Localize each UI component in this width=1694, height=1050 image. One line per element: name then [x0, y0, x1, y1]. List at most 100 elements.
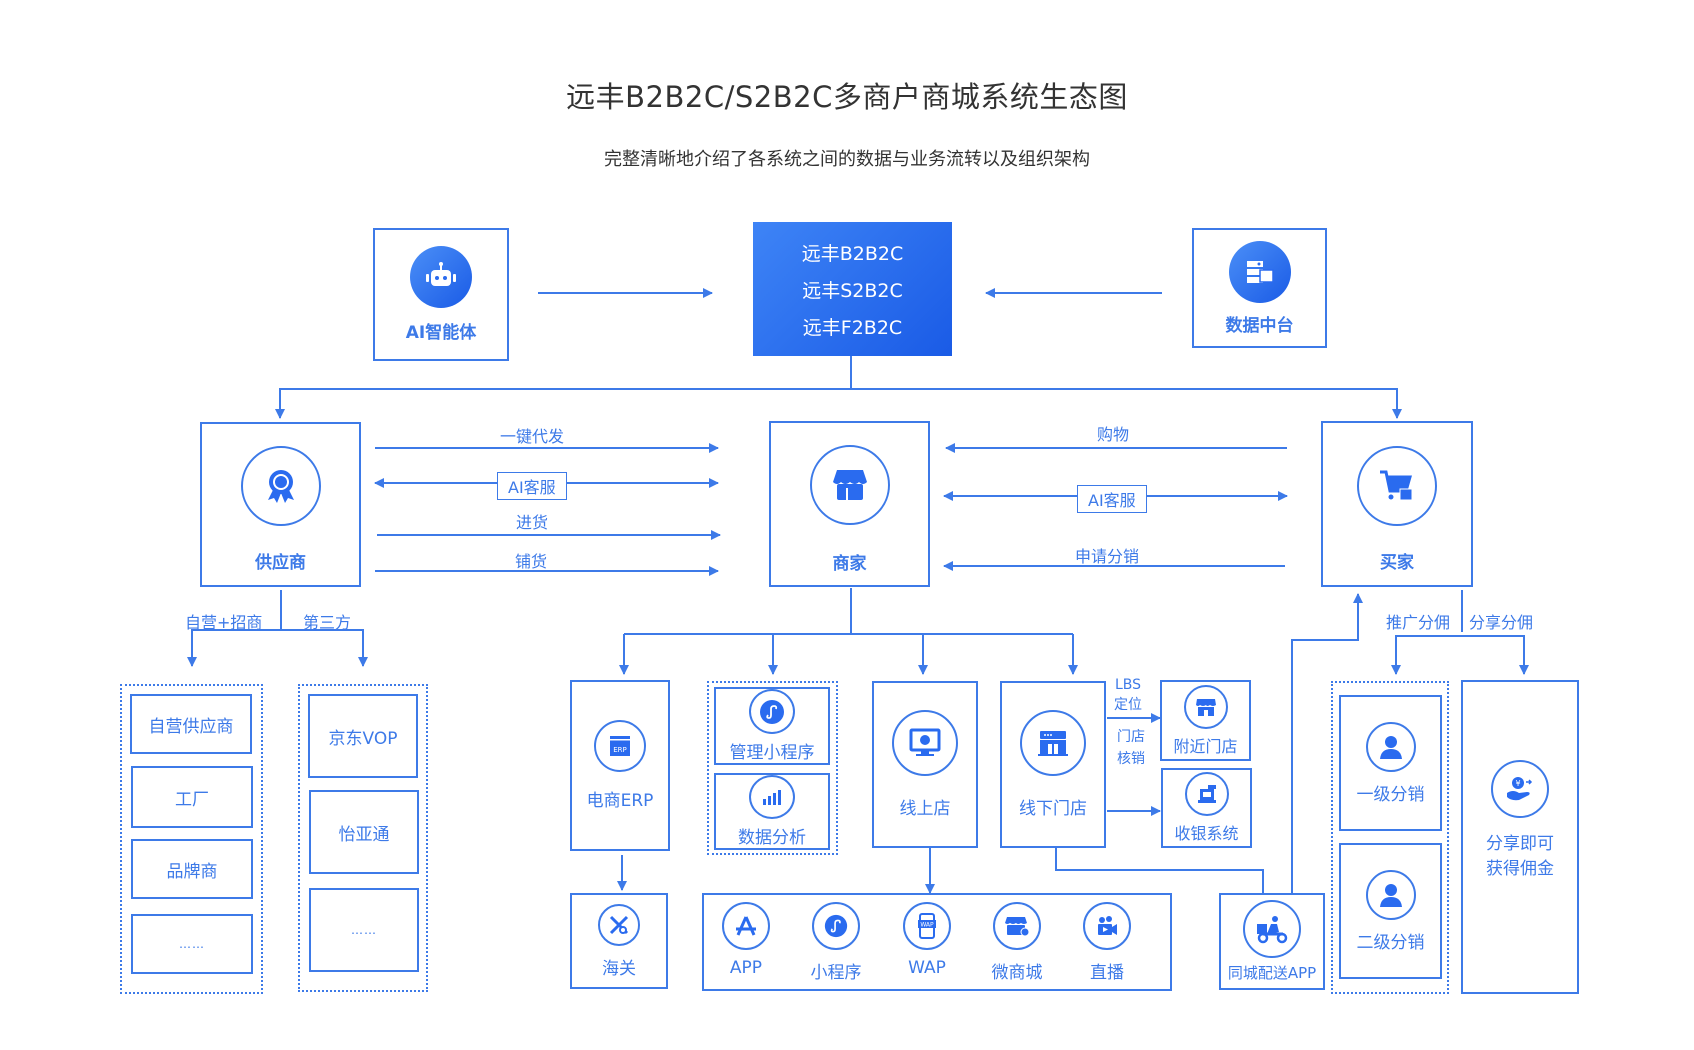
distribution-level-label: 二级分销: [1356, 932, 1425, 953]
channel-wap: WAP WAP: [882, 902, 972, 978]
erp-icon: ERP: [594, 720, 646, 772]
edge-label-jinhuo: 进货: [515, 513, 548, 532]
mini-program-icon: [812, 902, 860, 950]
edge-label-ai-service-right: AI客服: [1077, 485, 1147, 513]
channel-label: 小程序: [810, 963, 862, 983]
erp-node: ERP 电商ERP: [570, 680, 670, 851]
channel-label: 微商城: [991, 963, 1043, 983]
data-analysis-label: 数据分析: [738, 828, 806, 848]
third-party-more: ……: [309, 888, 419, 972]
channel-label: APP: [729, 958, 763, 978]
edge-label-yijiandaifa: 一键代发: [499, 427, 564, 446]
merchant-label: 商家: [832, 553, 867, 574]
cash-register-icon: [1184, 772, 1229, 816]
core-line-b2b2c: 远丰B2B2C: [801, 242, 904, 265]
server-chip-icon: [1228, 240, 1291, 303]
monitor-store-icon: [892, 710, 958, 776]
channel-micro-mall: 微商城: [972, 902, 1062, 983]
third-party-eternal-asia: 怡亚通: [309, 790, 419, 874]
storefront-icon: [809, 444, 890, 525]
branch-label-self-operated: 自营+招商: [185, 613, 263, 632]
supplier-label: 供应商: [255, 553, 306, 573]
edge-label-puhuo: 铺货: [514, 552, 547, 571]
user-icon: [1365, 869, 1416, 920]
customs-label: 海关: [602, 958, 636, 979]
item-label: 品牌商: [166, 861, 218, 882]
mini-program-icon: [749, 689, 795, 734]
robot-icon: [410, 246, 472, 308]
self-operated-group: [120, 684, 263, 994]
branch-third: [281, 629, 368, 667]
bar-chart-icon: [749, 775, 795, 819]
app-store-icon: [722, 902, 770, 950]
supplier-brand: 品牌商: [131, 839, 253, 899]
third-party-group: [298, 684, 428, 992]
supplier-more: ……: [131, 914, 253, 974]
channel-live: 直播: [1062, 902, 1152, 983]
core-line-f2b2c: 远丰F2B2C: [802, 316, 903, 339]
online-store-label: 线上店: [899, 799, 951, 819]
bus-to-supplier: [275, 388, 851, 419]
item-label: 工厂: [175, 789, 209, 810]
award-ribbon-icon: [240, 446, 321, 526]
branch-label-third-party: 第三方: [303, 613, 352, 632]
channel-mini-program: 小程序: [791, 902, 881, 983]
edge-label-line: 核销: [1117, 751, 1145, 767]
admin-mini-program-node: 管理小程序: [714, 687, 830, 765]
distribution-group: [1331, 681, 1449, 994]
distribution-level-1: 一级分销: [1339, 695, 1442, 831]
delivery-app-label: 同城配送APP: [1227, 964, 1317, 982]
nearby-store-node: 附近门店: [1160, 680, 1251, 761]
cashier-label: 收银系统: [1174, 824, 1239, 843]
edge-label-line: 门店: [1117, 729, 1145, 745]
buyer-label: 买家: [1380, 552, 1414, 573]
item-label: 自营供应商: [148, 716, 234, 737]
bus-to-buyer: [851, 388, 1402, 419]
edge-label-ai-service-left: AI客服: [497, 472, 567, 500]
live-video-icon: [1083, 902, 1131, 950]
branch-self: [187, 629, 281, 667]
share-commission-line: 获得佣金: [1486, 859, 1554, 879]
offline-to-delivery: [1055, 848, 1264, 893]
shop-building-icon: [1020, 710, 1086, 776]
nearby-store-label: 附近门店: [1173, 736, 1238, 756]
channel-app: APP: [701, 902, 791, 978]
edge-label-lbs: LBS 定位: [1114, 675, 1142, 715]
ai-agent-label: AI智能体: [405, 323, 477, 343]
core-system-node: 远丰B2B2C 远丰S2B2C 远丰F2B2C: [753, 222, 952, 356]
wap-phone-icon: WAP: [903, 902, 951, 950]
edge-label-gouwu: 购物: [1096, 425, 1129, 444]
user-icon: [1365, 721, 1416, 772]
share-commission-node: ¥ 分享即可 获得佣金: [1461, 680, 1579, 994]
core-line-s2b2c: 远丰S2B2C: [802, 279, 903, 302]
ellipsis-label: ……: [179, 937, 205, 951]
ai-agent-node: AI智能体: [373, 228, 509, 361]
edge-label-line: 定位: [1114, 697, 1142, 713]
share-commission-label: 分享即可 获得佣金: [1486, 832, 1554, 882]
customs-node: 海关: [570, 893, 668, 989]
customs-tools-icon: [598, 903, 640, 946]
svg-text:WAP: WAP: [920, 922, 934, 929]
buyer-node: 买家: [1321, 421, 1473, 587]
page-subtitle: 完整清晰地介绍了各系统之间的数据与业务流转以及组织架构: [604, 149, 1090, 170]
branch-share: [1462, 635, 1529, 675]
branch-distribution: [1391, 635, 1462, 675]
erp-label: 电商ERP: [586, 791, 654, 811]
offline-store-label: 线下门店: [1019, 799, 1087, 819]
channel-label: WAP: [908, 958, 946, 978]
channel-label: 直播: [1090, 963, 1124, 983]
delivery-scooter-icon: [1243, 900, 1301, 958]
edge-label-shenqingfenxiao: 申请分销: [1074, 547, 1139, 566]
share-commission-line: 分享即可: [1486, 834, 1554, 854]
data-analysis-node: 数据分析: [714, 773, 830, 850]
admin-mini-program-label: 管理小程序: [729, 743, 815, 763]
distribution-level-label: 一级分销: [1356, 784, 1425, 805]
online-store-node: 线上店: [872, 681, 978, 848]
data-center-label: 数据中台: [1225, 315, 1294, 336]
svg-text:¥: ¥: [1515, 779, 1520, 788]
distribution-level-2: 二级分销: [1339, 843, 1442, 979]
delivery-app-node: 同城配送APP: [1219, 893, 1325, 990]
admin-tools-group: [707, 681, 838, 855]
shopping-cart-icon: [1357, 445, 1437, 526]
supplier-self-operated: 自营供应商: [130, 694, 252, 754]
